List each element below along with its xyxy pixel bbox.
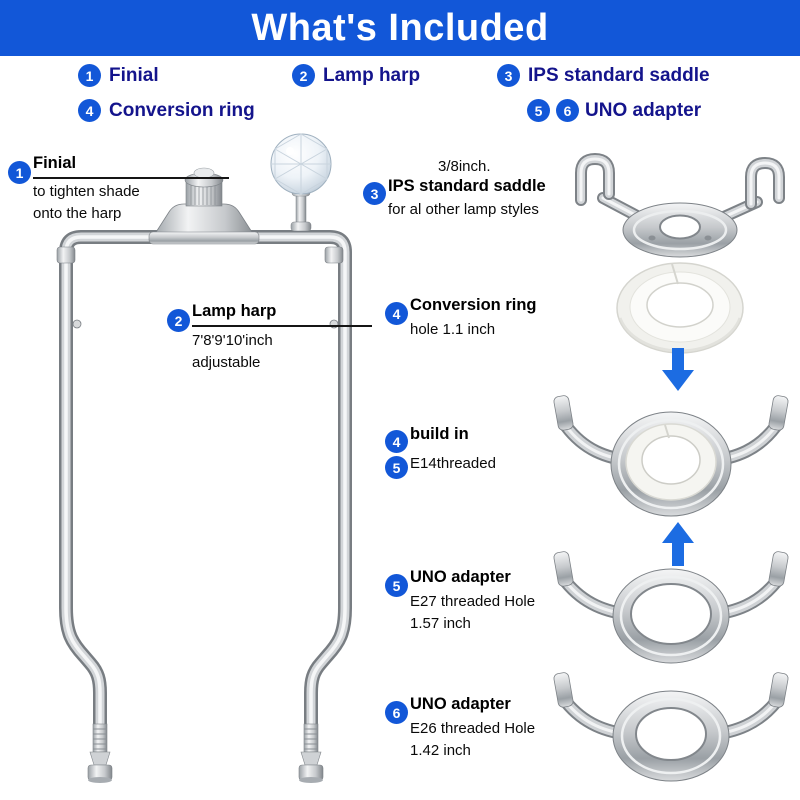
ips-saddle-photo [575, 152, 785, 258]
finial-callout-desc: to tighten shade onto the harp [33, 183, 140, 222]
number-3-badge: 3 [497, 64, 520, 87]
finial-pointer-line [33, 177, 229, 179]
harp-saddle-bracket [148, 203, 260, 245]
number-1-badge: 1 [78, 64, 101, 87]
ips-callout-desc: for al other lamp styles [388, 201, 539, 218]
conversion-ring-callout-desc: hole 1.1 inch [410, 321, 496, 338]
number-5-badge: 5 [527, 99, 550, 122]
conversion-ring-callout-title: Conversion ring [410, 296, 537, 314]
crystal-ball-finial [270, 133, 332, 232]
legend-item-finial: 1 Finial [78, 64, 159, 87]
lamp-harp-pointer-line [192, 325, 372, 327]
number-4-badge: 4 [78, 99, 101, 122]
legend-label-conversion-ring: Conversion ring [109, 99, 255, 121]
harp-foot-right [298, 723, 324, 783]
harp-frame [59, 230, 352, 737]
legend-label-lamp-harp: Lamp harp [323, 64, 421, 86]
harp-clip-left [72, 319, 82, 329]
harp-collar-left [56, 246, 76, 264]
legend-item-lamp-harp: 2 Lamp harp [292, 64, 420, 87]
build-in-callout-subtitle: E14threaded [410, 455, 496, 472]
finial-callout-title: Finial [33, 154, 77, 172]
legend-item-ips-saddle: 3 IPS standard saddle [497, 64, 710, 87]
number-4-badge: 4 [385, 302, 408, 325]
number-2-badge: 2 [292, 64, 315, 87]
header-banner: What's Included [0, 0, 800, 56]
arrow-down-icon [662, 348, 694, 391]
build-in-callout-title: build in [410, 425, 469, 443]
uno-e26-callout-desc: E26 threaded Hole 1.42 inch [410, 720, 536, 759]
finial-knob [184, 167, 224, 207]
ips-callout-title: IPS standard saddle [388, 177, 546, 195]
uno-e26-callout-title: UNO adapter [410, 695, 511, 713]
uno-e27-callout-title: UNO adapter [410, 568, 511, 586]
number-5-badge: 5 [385, 456, 408, 479]
number-4-badge: 4 [385, 430, 408, 453]
number-6-badge: 6 [556, 99, 579, 122]
number-5-badge: 5 [385, 574, 408, 597]
harp-foot-left [87, 723, 113, 783]
lamp-harp-callout-desc: 7'8'9'10'inch adjustable [192, 332, 273, 371]
uno-e27-callout-desc: E27 threaded Hole 1.57 inch [410, 593, 536, 632]
number-3-badge: 3 [363, 182, 386, 205]
harp-collar-right [324, 246, 344, 264]
legend-label-ips-saddle: IPS standard saddle [528, 64, 710, 86]
page-title: What's Included [251, 6, 549, 49]
uno-adapter-e26-photo [553, 672, 789, 782]
lamp-harp-callout-title: Lamp harp [192, 302, 277, 320]
legend-label-finial: Finial [109, 64, 159, 86]
number-6-badge: 6 [385, 701, 408, 724]
uno-adapter-e27-photo [553, 551, 789, 664]
legend-item-conversion-ring: 4 Conversion ring [78, 99, 255, 122]
arrow-up-icon [662, 522, 694, 566]
lamp-harp-illustration [56, 133, 352, 783]
number-1-badge: 1 [8, 161, 31, 184]
conversion-ring-photo [616, 262, 744, 354]
number-2-badge: 2 [167, 309, 190, 332]
ips-size-note: 3/8inch. [438, 158, 491, 175]
legend-label-uno-adapter: UNO adapter [585, 99, 702, 121]
legend-item-uno-adapter: 5 6 UNO adapter [527, 99, 701, 122]
built-in-saddle-photo [553, 395, 789, 517]
